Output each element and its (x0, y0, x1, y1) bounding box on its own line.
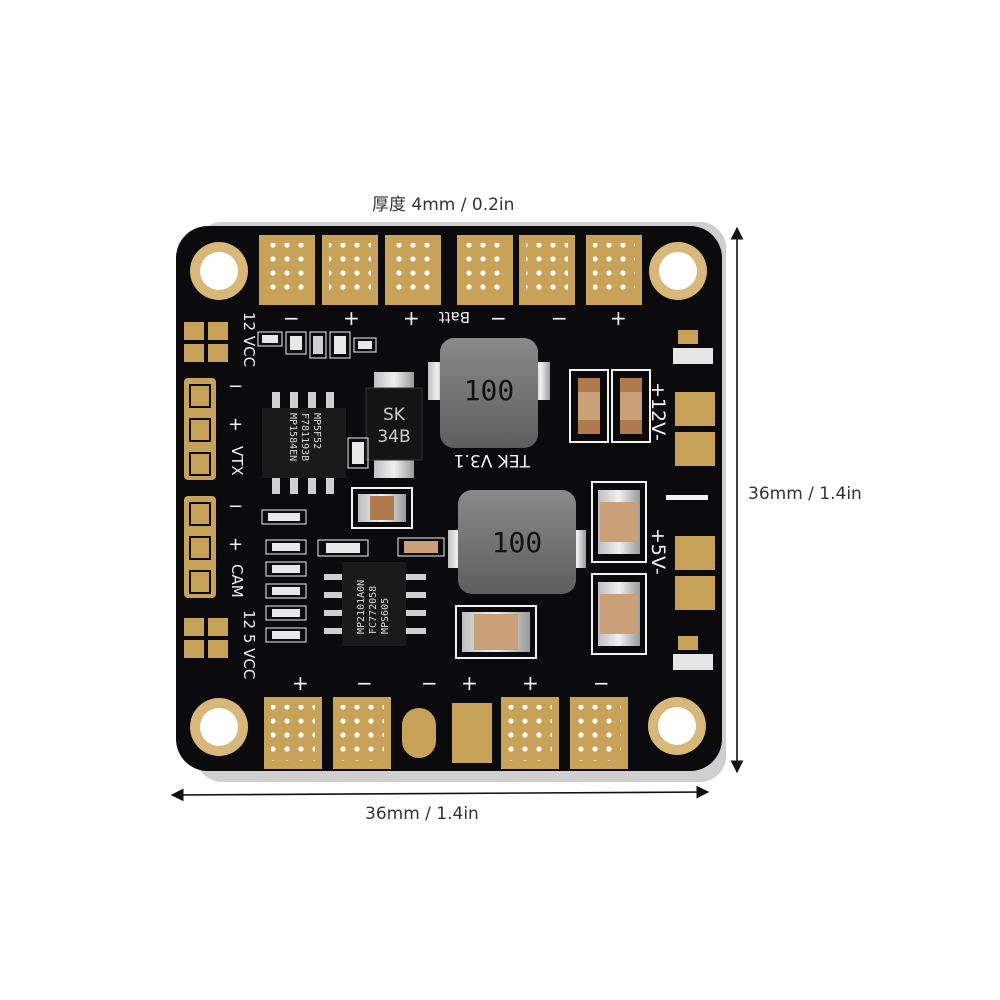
cam-label: CAM (228, 564, 246, 598)
capacitors (351, 369, 651, 659)
chip1-line3: MP5F52 (311, 413, 322, 449)
svg-text:−: − (551, 306, 568, 330)
width-label: 36mm / 1.4in (365, 804, 479, 824)
chip2-line2: FC772058 (368, 586, 379, 634)
svg-text:+: + (403, 306, 420, 330)
svg-text:−: − (283, 306, 300, 330)
svg-text:−: − (228, 376, 243, 397)
chip1-line1: MP1584EN (287, 413, 298, 461)
svg-text:+: + (610, 306, 627, 330)
svg-text:+: + (522, 671, 539, 695)
svg-text:+: + (228, 534, 243, 555)
svg-text:+: + (228, 414, 243, 435)
inductor-top: 100 (428, 338, 550, 448)
top-polarity-marks: − + + − − + (283, 306, 627, 330)
svg-text:+: + (343, 306, 360, 330)
brand-label: TEK V3.1 (454, 450, 531, 470)
vcc-bottom-label: 12 5 VCC (240, 610, 258, 679)
inductor-bottom-text: 100 (492, 526, 543, 559)
left-labels: 12 VCC − + VTX − + CAM 12 5 VCC (228, 312, 258, 679)
svg-text:−: − (490, 306, 507, 330)
chip-1: MP5F52 F781193B MP1584EN (262, 392, 346, 494)
left-pads (184, 322, 228, 658)
svg-text:−: − (356, 671, 373, 695)
diode-text-2: 34B (377, 427, 410, 447)
inductor-bottom: 100 (448, 490, 586, 594)
width-dimension-line (170, 785, 710, 802)
svg-text:−: − (421, 671, 438, 695)
top-pads (259, 235, 642, 305)
chip2-line1: MP2101A0N (356, 580, 367, 634)
smd-components (257, 331, 445, 643)
bottom-pads (264, 697, 628, 769)
chip1-line2: F781193B (299, 413, 310, 461)
chip-2: MP2101A0N FC772058 MPS605 (324, 562, 426, 646)
chip2-line3: MPS605 (380, 598, 391, 634)
out5-label: +5V- (647, 528, 669, 575)
vcc12-label: 12 VCC (240, 312, 258, 367)
batt-label: Batt (439, 308, 470, 326)
right-labels: +12V- +5V- (647, 382, 669, 575)
diode-text-1: SK (383, 405, 406, 425)
svg-text:−: − (228, 496, 243, 517)
mounting-holes (190, 242, 707, 756)
svg-text:+: + (461, 671, 478, 695)
diode: SK 34B (365, 372, 423, 478)
svg-text:+: + (292, 671, 309, 695)
svg-text:−: − (593, 671, 610, 695)
pcb-board (176, 226, 722, 771)
out12-label: +12V- (647, 382, 669, 441)
height-label: 36mm / 1.4in (748, 484, 862, 504)
vtx-label: VTX (228, 446, 246, 476)
thickness-label: 厚度 4mm / 0.2in (372, 195, 515, 215)
right-pads (666, 330, 715, 670)
inductor-top-text: 100 (464, 374, 515, 407)
bottom-polarity-marks: +−− ++− (292, 671, 610, 695)
